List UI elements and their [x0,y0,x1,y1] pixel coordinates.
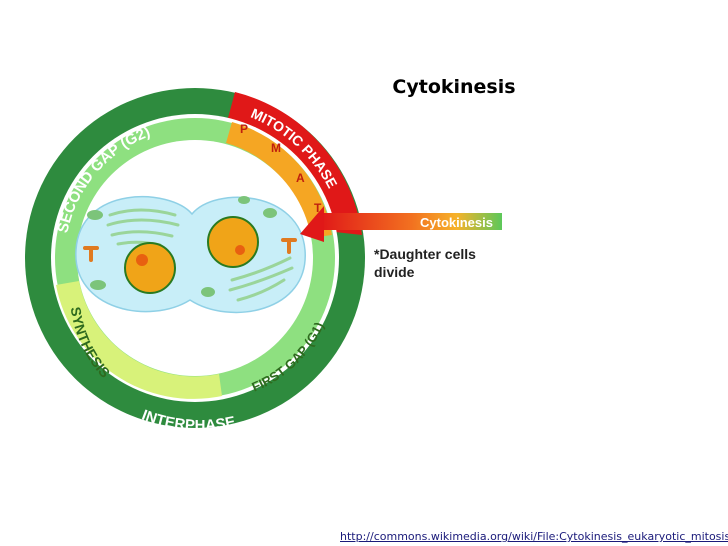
nucleus-right [207,216,259,268]
slide-title: Cytokinesis [392,76,516,98]
dividing-cell [75,196,306,314]
nucleolus-right [235,245,245,255]
note-line-2: divide [374,264,415,280]
arrow-label: Cytokinesis [420,215,493,230]
nucleolus-left [136,254,148,266]
mitosis-stages-band [226,122,332,238]
centriole [83,246,99,262]
note-line-1: *Daughter cells [374,246,476,262]
er-strands-left [106,208,180,247]
synthesis-band [56,281,222,399]
stage-m: M [271,141,281,155]
stage-p: P [240,122,248,136]
mitochondrion [90,280,106,290]
mitochondrion [201,287,215,297]
stage-a: A [296,171,305,185]
centriole [281,238,297,254]
cytokinesis-arrow [300,206,502,242]
er-strands-right [228,256,294,302]
source-link[interactable]: http://commons.wikimedia.org/wiki/File:C… [340,530,728,543]
mitochondrion [238,196,250,204]
nucleus-left [124,242,176,294]
mitotic-phase-arc [228,92,362,235]
mitochondrion [87,210,103,220]
stage-t: T [314,201,322,215]
mitochondrion [263,208,277,218]
